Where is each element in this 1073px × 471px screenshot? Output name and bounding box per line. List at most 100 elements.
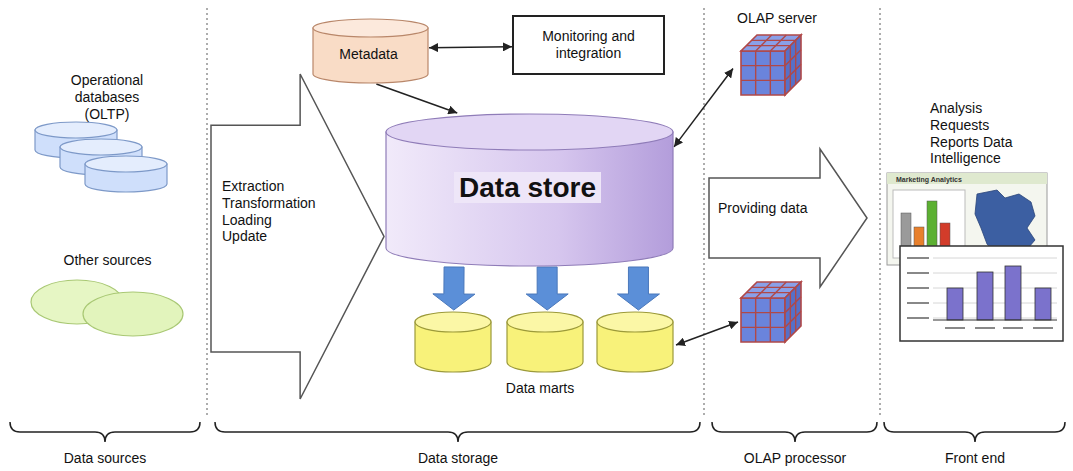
cube-grid (741, 80, 785, 81)
node-text: Monitoring and integration (522, 28, 655, 62)
cube-grid (741, 312, 785, 313)
chart-bar (1035, 288, 1051, 320)
block-arrow (709, 149, 867, 287)
cube-grid (752, 287, 796, 288)
cylinder-top (313, 19, 428, 37)
box-outline (513, 16, 664, 74)
section-brace (884, 422, 1065, 442)
block-arrow (211, 74, 384, 399)
cube-grid (785, 64, 801, 80)
screenshot (900, 246, 1063, 341)
olap-cube (741, 282, 801, 342)
chart-bar (977, 272, 993, 320)
section-brace (10, 422, 1065, 442)
section-brace (712, 422, 877, 442)
cylinder-top (85, 156, 167, 172)
cube-face (741, 51, 785, 95)
node-text: Other sources (15, 252, 200, 269)
cylinder-top (597, 312, 673, 332)
metadata-cylinder: Metadata (312, 18, 429, 84)
cube-grid (785, 297, 801, 313)
block-arrow (617, 267, 659, 310)
cube-grid (752, 40, 796, 41)
tick-mark (907, 302, 929, 304)
section-divider (206, 8, 207, 418)
node-text: Analysis Requests Reports Data Intellige… (930, 100, 1042, 167)
tick-mark (1033, 327, 1053, 329)
cube-grid (741, 327, 785, 328)
node-text: Operational databases (OLTP) (57, 72, 157, 122)
cube-grid (785, 50, 801, 66)
cylinder-top (386, 114, 673, 150)
section-label: OLAP processor (744, 450, 846, 467)
chart-gridline (933, 273, 1057, 274)
cube-grid (756, 282, 772, 298)
node-text: Metadata (312, 46, 425, 63)
connector (674, 69, 733, 147)
cylinder-top (60, 139, 142, 155)
cube-grid (770, 298, 771, 342)
tick-mark (907, 317, 929, 319)
cube-grid (755, 298, 756, 342)
tick-mark (907, 257, 929, 259)
cylinder-body (386, 132, 673, 266)
section-divider (879, 8, 880, 418)
provide-arrow: Providing data (708, 148, 868, 288)
provide-arrow-shape (708, 148, 868, 288)
tick-mark (907, 272, 929, 274)
connector (429, 46, 512, 48)
tick-mark (975, 327, 995, 329)
cube-face (741, 298, 785, 342)
cube-grid (785, 311, 801, 327)
cube-grid (770, 282, 786, 298)
cube-grid (741, 65, 785, 66)
cube-grid (746, 292, 790, 293)
node-text: Data store (385, 171, 670, 205)
node-text: Data marts (405, 380, 675, 397)
section-divider (207, 8, 880, 418)
olap-server: OLAP server (733, 10, 834, 100)
tick-mark (907, 287, 929, 289)
database-group: Operational databases (OLTP) (20, 70, 195, 196)
chart-axis (933, 320, 1057, 321)
screenshot-header (887, 173, 1047, 184)
source-group: Other sources (15, 250, 204, 338)
chart-gridline (933, 258, 1057, 259)
store-cylinder: Data store (385, 113, 674, 267)
cube-grid (790, 46, 791, 90)
block-arrow (526, 267, 568, 310)
node-text: Extraction Transformation Loading Update (222, 178, 316, 245)
process-box: Monitoring and integration (512, 15, 665, 75)
etl-arrow: Extraction Transformation Loading Update (210, 73, 385, 400)
cube-grid (795, 40, 796, 84)
tick-mark (945, 327, 965, 329)
cube-link (676, 322, 738, 345)
cube-face (785, 282, 801, 342)
cube-grid (770, 51, 771, 95)
section-brace (10, 422, 200, 442)
section-label: Data sources (64, 450, 146, 467)
front-end-panel: Analysis Requests Reports Data Intellige… (885, 98, 1068, 345)
cube-grid (790, 293, 791, 337)
chart-bar (947, 288, 963, 320)
mart-group: Data marts (405, 310, 679, 400)
node-text: Providing data (718, 200, 818, 217)
section-label: Data storage (418, 450, 498, 467)
tick-mark (1003, 327, 1023, 329)
chart-bar (1005, 266, 1021, 320)
cube-face (785, 35, 801, 95)
cube-grid (746, 45, 790, 46)
cube-grid (795, 287, 796, 331)
chart-bar (927, 201, 937, 253)
cylinder-top (507, 312, 583, 332)
cylinder-top (35, 122, 117, 138)
node-text: OLAP server (737, 10, 830, 27)
section-brace (215, 422, 700, 442)
connector (376, 84, 457, 113)
section-divider (703, 8, 704, 418)
cube-grid (755, 51, 756, 95)
block-arrow (433, 267, 475, 310)
cube-grid (770, 35, 786, 51)
source-ellipse (83, 292, 183, 336)
